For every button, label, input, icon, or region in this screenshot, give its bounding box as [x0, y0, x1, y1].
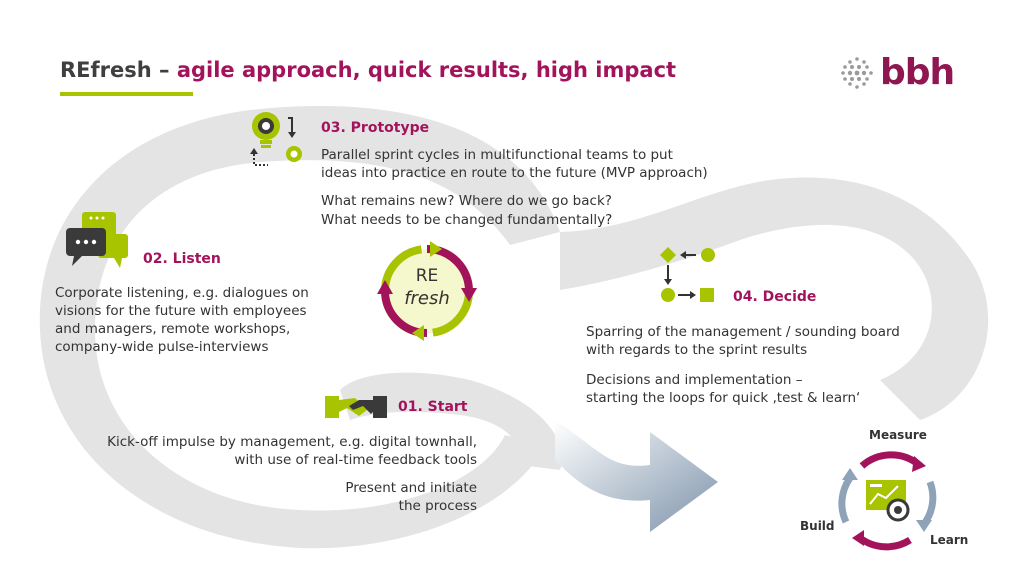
- title-underline: [60, 92, 193, 96]
- prototype-line-2: ideas into practice en route to the futu…: [321, 165, 708, 181]
- logo-text: bbh: [880, 52, 955, 93]
- decide-line-3: Decisions and implementation –: [586, 372, 803, 388]
- listen-title: 02. Listen: [143, 251, 221, 267]
- decide-line-1: Sparring of the management / sounding bo…: [586, 324, 900, 340]
- listen-line-4: company-wide pulse-interviews: [55, 339, 269, 355]
- prototype-line-4: What needs to be changed fundamentally?: [321, 212, 613, 228]
- decide-line-4: starting the loops for quick ‚test & lea…: [586, 390, 861, 406]
- start-line-2: with use of real-time feedback tools: [234, 452, 477, 468]
- dot-grid-icon: [841, 57, 873, 89]
- decide-title: 04. Decide: [733, 289, 817, 305]
- page-title: REfresh – agile approach, quick results,…: [60, 58, 676, 82]
- chat-bubbles-icon: [66, 212, 128, 268]
- path-inner-band: [340, 372, 562, 470]
- listen-line-2: visions for the future with employees: [55, 303, 307, 319]
- build-measure-learn-cycle: [838, 451, 937, 551]
- prototype-line-3: What remains new? Where do we go back?: [321, 193, 612, 209]
- listen-line-3: and managers, remote workshops,: [55, 321, 291, 337]
- refresh-cycle-icon: [377, 241, 477, 341]
- build-label: Build: [800, 519, 835, 533]
- learn-label: Learn: [930, 533, 969, 547]
- start-line-4: the process: [398, 498, 477, 514]
- start-line-1: Kick-off impulse by management, e.g. dig…: [107, 434, 477, 450]
- decision-flow-icon: [660, 247, 715, 302]
- listen-line-1: Corporate listening, e.g. dialogues on: [55, 285, 309, 301]
- badge-line-2: fresh: [404, 288, 450, 309]
- measure-label: Measure: [869, 428, 927, 442]
- prototype-gears-icon: [250, 112, 302, 166]
- start-title: 01. Start: [398, 399, 468, 415]
- handshake-icon: [325, 396, 387, 418]
- bbh-logo: bbh: [840, 52, 955, 93]
- title-prefix: REfresh –: [60, 58, 177, 82]
- decide-line-2: with regards to the sprint results: [586, 342, 808, 358]
- forward-arrow: [555, 420, 718, 532]
- badge-line-1: RE: [415, 266, 439, 286]
- title-rest: agile approach, quick results, high impa…: [176, 58, 677, 82]
- start-line-3: Present and initiate: [345, 480, 477, 496]
- prototype-line-1: Parallel sprint cycles in multifunctiona…: [321, 147, 673, 163]
- prototype-title: 03. Prototype: [321, 120, 430, 136]
- path-right-band: [560, 177, 989, 420]
